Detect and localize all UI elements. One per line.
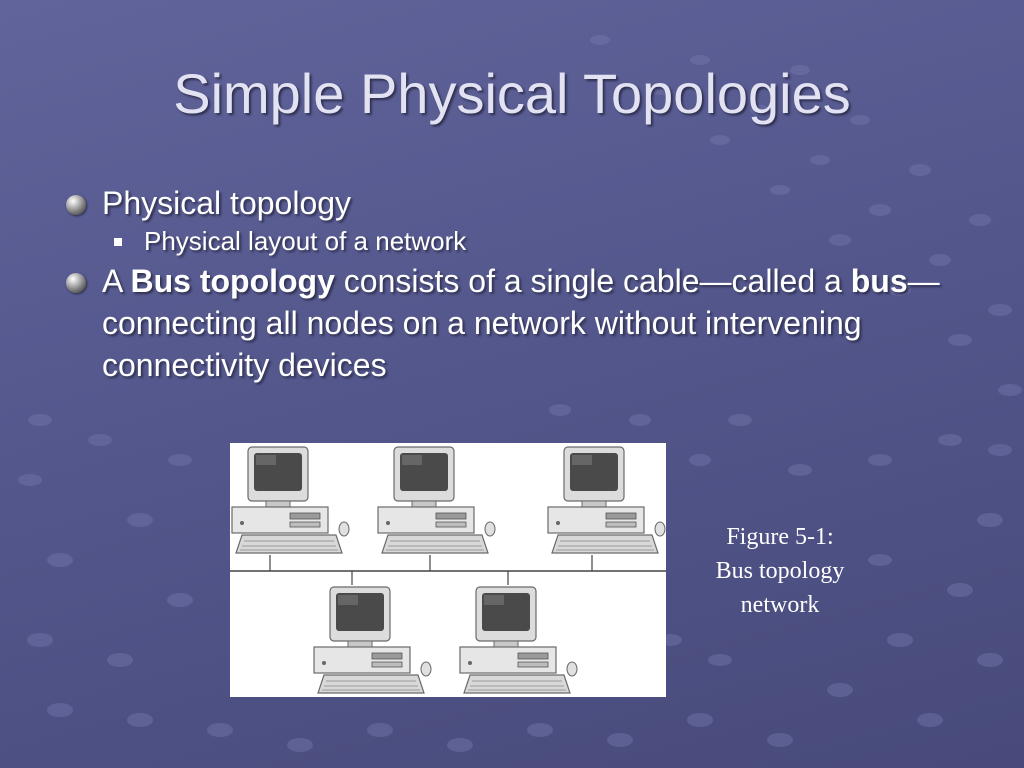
bullet-physical-topology: Physical topology (66, 182, 966, 224)
sphere-bullet-icon (66, 195, 86, 215)
slide-title: Simple Physical Topologies (173, 62, 851, 125)
bus-topology-diagram (230, 446, 666, 694)
computer-node-icon (377, 446, 496, 554)
computer-node-icon (313, 586, 432, 694)
computer-node-icon (231, 446, 350, 554)
bullet-text-part: — connecting all nodes on a network with… (102, 263, 940, 383)
bold-term-bus-topology: Bus topology (130, 263, 335, 299)
sub-bullet-physical-layout: Physical layout of a network (110, 224, 966, 258)
bullet-text: Physical topology (102, 185, 352, 221)
sphere-bullet-icon (66, 273, 86, 293)
caption-line: network (740, 592, 820, 618)
bus-topology-figure (230, 443, 666, 697)
sub-bullet-text: Physical layout of a network (144, 226, 467, 256)
figure-caption: Figure 5-1: Bus topology network (690, 520, 870, 622)
bullet-list: Physical topology Physical layout of a n… (66, 182, 966, 386)
computer-node-icon (547, 446, 666, 554)
bullet-text-part: A (102, 263, 131, 299)
computer-node-icon (459, 586, 578, 694)
caption-line: Figure 5-1: (726, 524, 834, 550)
bold-term-bus: bus (850, 263, 908, 299)
bullet-bus-topology: A Bus topology consists of a single cabl… (66, 260, 966, 386)
square-bullet-icon (114, 238, 122, 246)
caption-line: Bus topology (715, 558, 845, 584)
bullet-text-part: consists of a single cable—called a (334, 263, 851, 299)
